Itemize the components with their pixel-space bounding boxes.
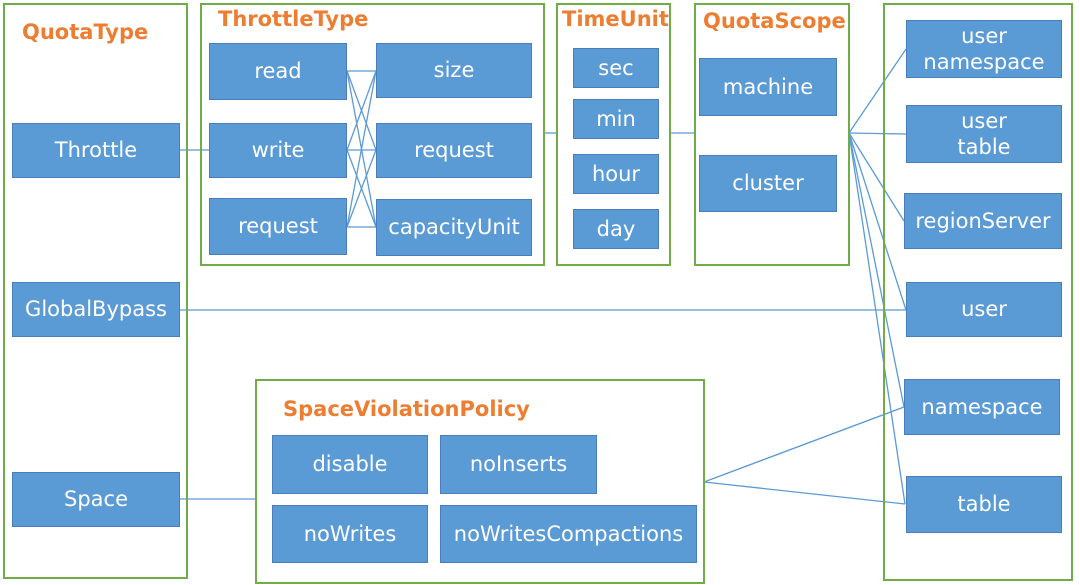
connector-QuotaScope--user-namespace [848, 48, 907, 134]
node-request-left: request [209, 198, 347, 255]
connector-QuotaScope--user [848, 132, 907, 311]
connector-write--size [346, 70, 377, 151]
node-user-table: user table [906, 105, 1062, 163]
node-throttle: Throttle [12, 123, 180, 178]
connector-QuotaScope--namespace [848, 132, 905, 408]
connector-SpaceViolationPolicy--table [703, 481, 906, 505]
connector-request--size [346, 70, 377, 228]
container-quota-type [3, 3, 188, 579]
node-namespace: namespace [904, 379, 1060, 435]
title-space-violation-policy: SpaceViolationPolicy [283, 397, 530, 421]
node-user-namespace: user namespace [906, 20, 1062, 78]
title-quota-scope: QuotaScope [703, 9, 846, 33]
node-noinserts: noInserts [440, 435, 597, 494]
node-regionserver: regionServer [904, 193, 1062, 249]
node-nowritescompactions: noWritesCompactions [440, 505, 697, 563]
node-day: day [573, 209, 659, 249]
node-write: write [209, 123, 347, 178]
node-min: min [573, 99, 659, 139]
node-cluster: cluster [699, 155, 837, 212]
node-nowrites: noWrites [272, 505, 428, 563]
container-targets [883, 3, 1073, 581]
node-read: read [209, 43, 347, 100]
node-hour: hour [573, 154, 659, 194]
node-table: table [906, 476, 1062, 533]
node-size: size [376, 43, 532, 98]
node-disable: disable [272, 435, 428, 494]
title-throttle-type: ThrottleType [218, 7, 369, 31]
node-globalbypass: GlobalBypass [12, 282, 180, 337]
node-request-right: request [376, 123, 532, 178]
node-machine: machine [699, 58, 837, 116]
connector-QuotaScope--table [848, 132, 906, 505]
node-user: user [906, 282, 1062, 337]
node-space: Space [12, 472, 180, 527]
title-time-unit: TimeUnit [562, 7, 669, 31]
container-space-violation-policy [255, 379, 705, 584]
container-quota-scope [694, 3, 850, 266]
container-time-unit [556, 3, 671, 266]
container-throttle-type [200, 3, 545, 266]
node-capacityunit: capacityUnit [376, 199, 532, 256]
connector-QuotaScope--user-table [848, 132, 907, 135]
connector-request--request [346, 149, 377, 228]
node-sec: sec [573, 48, 659, 88]
title-quota-type: QuotaType [22, 20, 149, 44]
connector-QuotaScope--regionServer [848, 132, 905, 222]
connector-SpaceViolationPolicy--namespace [703, 406, 905, 483]
